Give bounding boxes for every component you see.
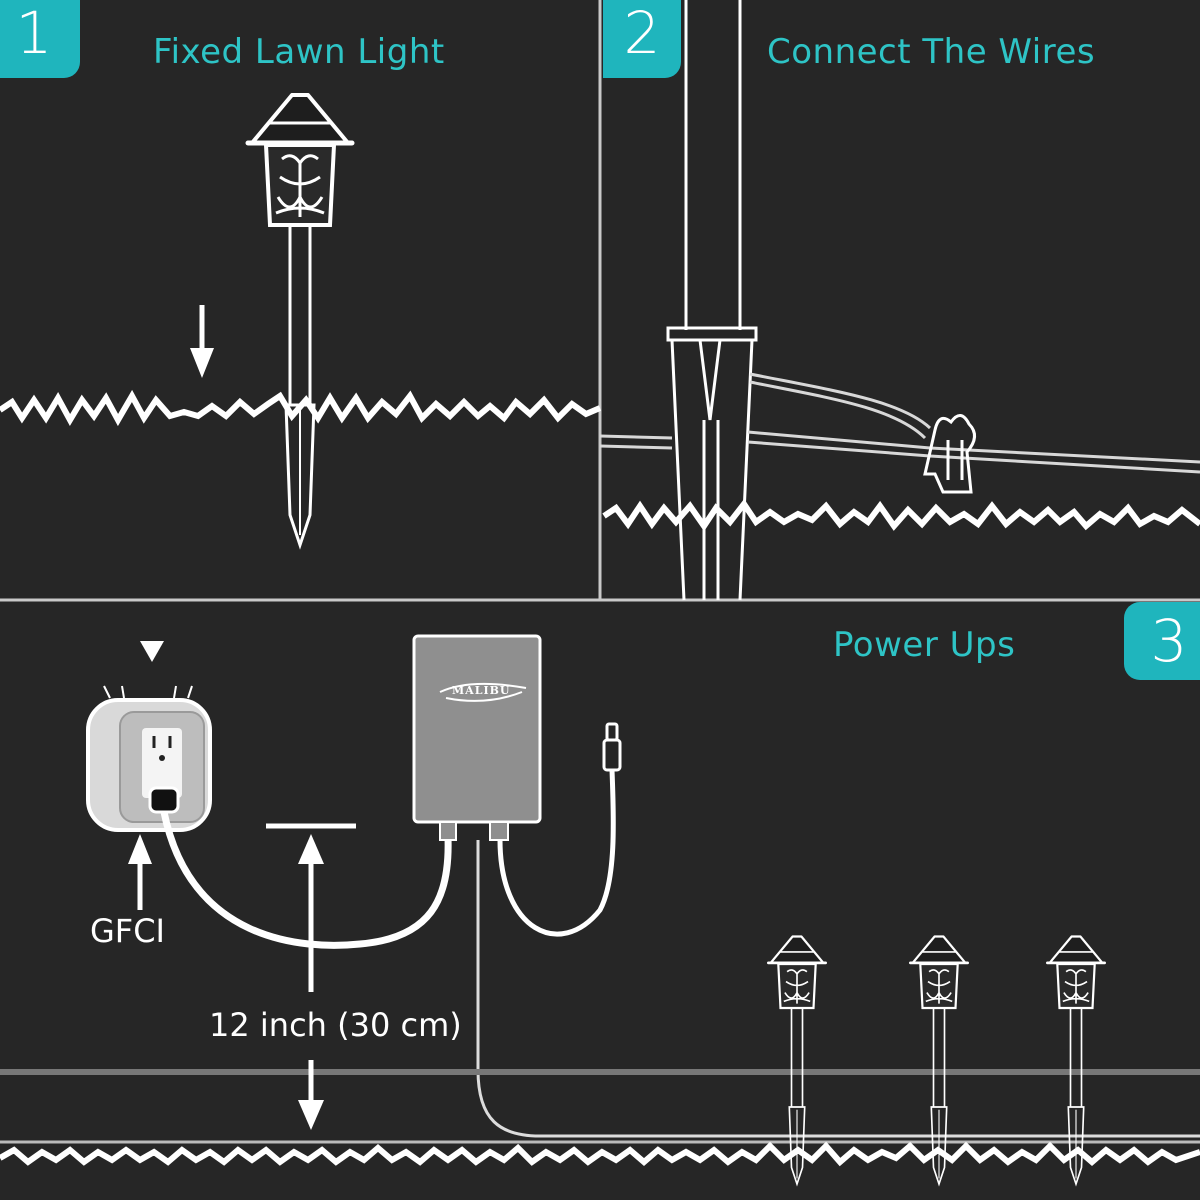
- up-arrow-icon: [128, 834, 152, 910]
- ground-line: [602, 498, 1200, 532]
- cable-plug-icon: [602, 722, 622, 772]
- lawn-light-icon: [1046, 935, 1106, 1186]
- wire-connector-icon: [923, 414, 976, 494]
- gfci-outlet-icon: [86, 641, 212, 832]
- step-title-3: Power Ups: [833, 625, 1016, 665]
- step-title-1: Fixed Lawn Light: [153, 32, 445, 72]
- distance-label: 12 inch (30 cm): [209, 1006, 462, 1044]
- down-arrow-icon: [190, 305, 214, 378]
- main-cable: [476, 840, 1200, 1138]
- depth-measure-icon: [266, 823, 356, 1130]
- step-number: 2: [623, 0, 661, 67]
- step-badge-1: 1: [0, 0, 80, 78]
- step-badge-2: 2: [603, 0, 681, 78]
- lawn-light-icon: [248, 95, 352, 545]
- ground-line: [0, 389, 602, 427]
- step-number: 1: [15, 0, 53, 67]
- lawn-light-icon: [767, 935, 827, 1186]
- brand-logo: MALIBU: [452, 684, 511, 697]
- transformer-icon: [412, 634, 542, 841]
- step-title-2: Connect The Wires: [767, 32, 1096, 72]
- low-voltage-cable: [497, 769, 616, 937]
- step-badge-3: 3: [1124, 602, 1200, 680]
- ground-line: [0, 1141, 1200, 1167]
- wire-lines: [599, 372, 1200, 474]
- lawn-light-icon: [909, 935, 969, 1186]
- power-cord: [160, 811, 452, 949]
- step-number: 3: [1150, 607, 1188, 675]
- gfci-label: GFCI: [90, 912, 165, 950]
